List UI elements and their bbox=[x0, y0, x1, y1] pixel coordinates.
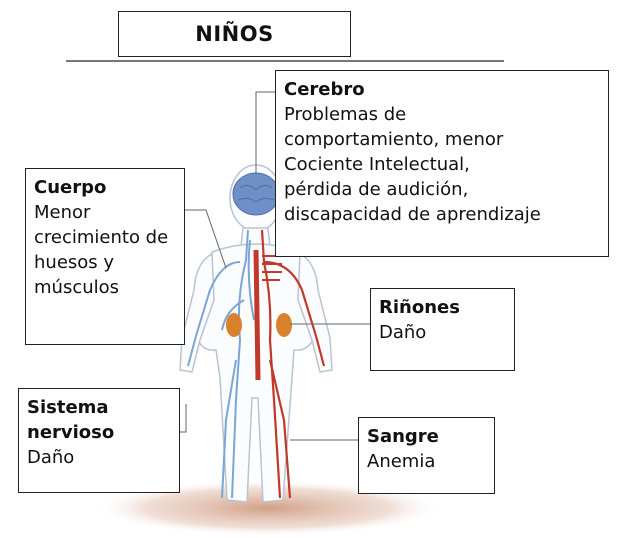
floor-shadow bbox=[93, 480, 443, 536]
brain-folds bbox=[237, 184, 275, 203]
kidney-left bbox=[226, 313, 242, 337]
callout-blood-heading: Sangre bbox=[367, 426, 439, 447]
brain bbox=[232, 172, 280, 216]
aorta bbox=[253, 249, 261, 381]
callout-blood: Sangre Anemia bbox=[358, 417, 495, 494]
callout-nervous-heading: Sistema nervioso bbox=[27, 397, 115, 443]
callout-body-heading: Cuerpo bbox=[34, 177, 107, 198]
callout-kidneys-heading: Riñones bbox=[379, 297, 460, 318]
callout-nervous-body: Daño bbox=[27, 447, 75, 468]
callout-body: Cuerpo Menor crecimiento de huesos y mús… bbox=[25, 168, 185, 345]
callout-brain: Cerebro Problemas de comportamiento, men… bbox=[275, 70, 609, 257]
callout-kidneys: Riñones Daño bbox=[370, 288, 515, 371]
callout-kidneys-body: Daño bbox=[379, 322, 427, 343]
callout-brain-body: Problemas de comportamiento, menor Cocie… bbox=[284, 104, 541, 225]
connector-lines bbox=[110, 91, 370, 441]
title-text: NIÑOS bbox=[195, 22, 274, 46]
title-underline bbox=[66, 60, 504, 62]
title-box: NIÑOS bbox=[118, 11, 351, 57]
callout-body-body: Menor crecimiento de huesos y músculos bbox=[34, 202, 169, 298]
veins bbox=[187, 229, 255, 499]
callout-blood-body: Anemia bbox=[367, 451, 436, 472]
kidney-right bbox=[276, 313, 292, 337]
callout-nervous-system: Sistema nervioso Daño bbox=[18, 388, 180, 493]
callout-brain-heading: Cerebro bbox=[284, 79, 365, 100]
